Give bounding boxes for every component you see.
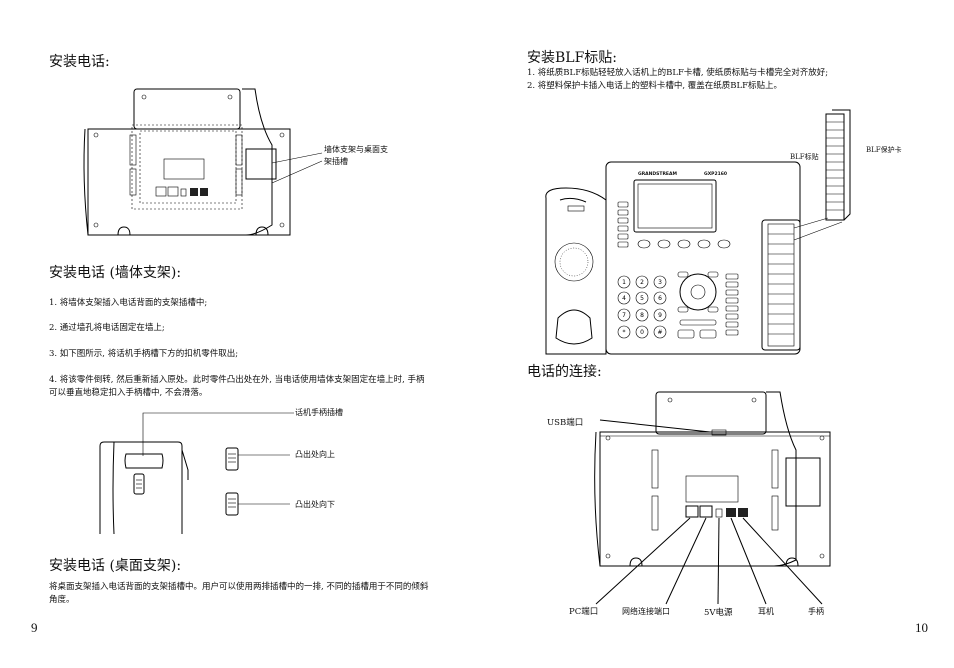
install-phone-title: 安装电话: xyxy=(49,54,110,70)
blf-label-title: 安装BLF标贴: xyxy=(527,50,618,66)
desk-mount-title: 安装电话 (桌面支架): xyxy=(49,558,182,574)
handset-hook-slot-label: 话机手柄插槽 xyxy=(295,408,343,417)
blf-sticker-label: BLF标贴 xyxy=(790,153,819,161)
svg-text:0: 0 xyxy=(640,329,644,336)
page-number-right: 10 xyxy=(915,620,928,635)
blf-step-1: 1. 将纸质BLF标贴轻轻放入话机上的BLF卡槽, 使纸质标贴与卡槽完全对齐放好… xyxy=(527,68,829,78)
page-number-left: 9 xyxy=(31,620,38,635)
usb-port-label: USB端口 xyxy=(547,418,584,428)
wall-step-2: 2. 通过墙孔将电话固定在墙上; xyxy=(49,323,165,333)
handset-port-label: 手柄 xyxy=(808,607,824,616)
tab-up-label: 凸出处向上 xyxy=(295,450,335,459)
wall-mount-title: 安装电话 (墙体支架): xyxy=(49,265,182,281)
svg-text:4: 4 xyxy=(622,295,626,302)
wall-desk-slot-label: 墙体支架与桌面支架插槽 xyxy=(324,145,388,166)
svg-text:9: 9 xyxy=(658,312,662,319)
phone-front-blf-illustration: 1 2 3 4 5 6 7 8 9 * 0 # xyxy=(545,109,851,355)
phone-connection-ports-illustration xyxy=(594,391,831,605)
svg-text:#: # xyxy=(657,329,662,336)
phone-model-text: GXP2160 xyxy=(704,172,727,177)
tab-down-label: 凸出处向下 xyxy=(295,500,335,509)
wall-step-4: 4. 将该零件倒转, 然后重新插入原处。此时零件凸出处在外, 当电话使用墙体支架… xyxy=(49,375,425,398)
handset-cradle-illustration xyxy=(99,412,294,535)
svg-text:*: * xyxy=(623,329,626,336)
wall-step-3: 3. 如下图所示, 将话机手柄槽下方的扣机零件取出; xyxy=(49,349,239,359)
phone-connection-title: 电话的连接: xyxy=(527,364,602,380)
wall-step-1: 1. 将墙体支架插入电话背面的支架插槽中; xyxy=(49,298,208,308)
blf-step-2: 2. 将塑料保护卡插入电话上的塑料卡槽中, 覆盖在纸质BLF标贴上。 xyxy=(527,81,783,91)
svg-text:2: 2 xyxy=(640,279,644,286)
desk-mount-text: 将桌面支架插入电话背面的支架插槽中。用户可以使用两排插槽中的一排, 不同的插槽用… xyxy=(49,582,429,605)
blf-cover-label: BLF保护卡 xyxy=(866,146,902,154)
svg-text:7: 7 xyxy=(622,312,626,319)
svg-text:1: 1 xyxy=(622,279,626,286)
phone-brand-text: GRANDSTREAM xyxy=(638,172,677,177)
pc-port-label: PC端口 xyxy=(569,607,599,617)
headset-port-label: 耳机 xyxy=(758,607,774,616)
svg-text:6: 6 xyxy=(658,295,662,302)
network-port-label: 网络连接端口 xyxy=(622,607,670,616)
phone-back-stand-slots-illustration xyxy=(83,88,323,236)
power-port-label: 5V电源 xyxy=(704,608,733,618)
svg-text:8: 8 xyxy=(640,312,644,319)
svg-text:5: 5 xyxy=(640,295,644,302)
svg-text:3: 3 xyxy=(658,279,662,286)
